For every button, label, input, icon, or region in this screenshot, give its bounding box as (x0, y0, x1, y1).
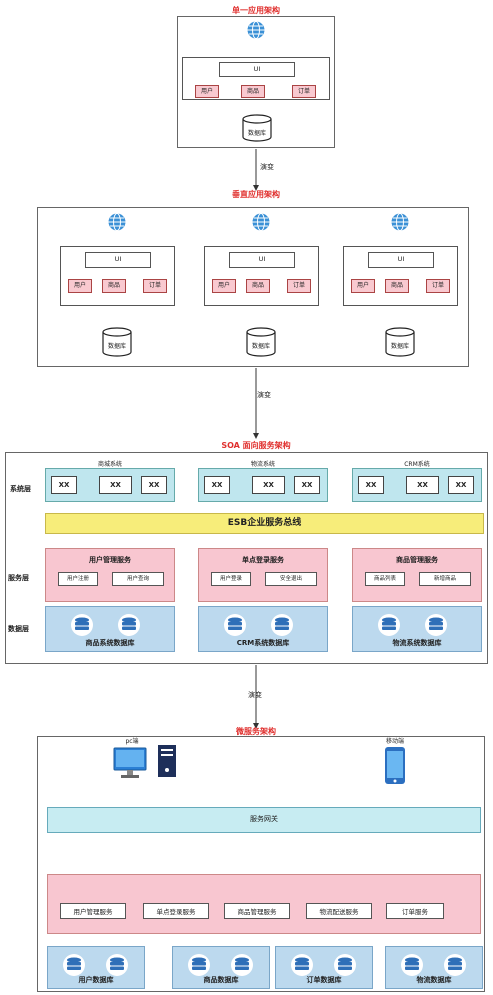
system-item: XX (406, 476, 439, 494)
system-item: XX (99, 476, 132, 494)
system-item: XX (51, 476, 77, 494)
evolve-label-2: 演变 (257, 391, 271, 399)
database-stack-icon (290, 953, 314, 977)
data-layer-db-name-1: 商品系统数据库 (85, 639, 135, 647)
ui-box: UI (85, 252, 151, 268)
database-label: 数据库 (390, 343, 409, 350)
system-item: XX (448, 476, 474, 494)
service-op: 商品列表 (365, 572, 405, 586)
data-layer-db-name-3: 物流系统数据库 (392, 639, 442, 647)
database-stack-icon (424, 613, 448, 637)
data-layer-db-name-2: CRM系统数据库 (236, 639, 290, 647)
ui-box: UI (229, 252, 295, 268)
system-item: XX (358, 476, 384, 494)
module-product: 商品 (241, 85, 265, 98)
globe-icon (246, 20, 266, 40)
microservice-box: 单点登录服务 (143, 903, 209, 919)
database-icon (101, 327, 133, 357)
module-product: 商品 (246, 279, 270, 293)
layer-label-data: 数据层 (8, 625, 29, 633)
system-item: XX (141, 476, 167, 494)
system-name-1: 商城系统 (97, 461, 122, 468)
microservice-box: 订单服务 (386, 903, 444, 919)
database-label: 数据库 (251, 343, 270, 350)
microservice-db-name: 商品数据库 (203, 976, 239, 984)
section-title-soa: SOA 面向服务架构 (221, 441, 291, 450)
database-label: 数据库 (247, 130, 266, 137)
database-stack-icon (333, 953, 357, 977)
database-stack-icon (223, 613, 247, 637)
system-name-3: CRM系统 (404, 461, 430, 468)
desktop-monitor-icon (112, 746, 148, 780)
system-item: XX (204, 476, 230, 494)
database-icon (241, 114, 273, 142)
pc-label: pc端 (125, 738, 139, 745)
database-stack-icon (70, 613, 94, 637)
section-title-microservice: 微服务架构 (236, 727, 276, 736)
database-stack-icon (230, 953, 254, 977)
section-title-vertical-app: 垂直应用架构 (232, 190, 280, 199)
system-item: XX (252, 476, 285, 494)
evolve-label-3: 演变 (248, 691, 262, 699)
microservice-db-name: 用户数据库 (78, 976, 114, 984)
globe-icon (390, 212, 410, 232)
globe-icon (251, 212, 271, 232)
module-order: 订单 (143, 279, 167, 293)
database-stack-icon (377, 613, 401, 637)
module-product: 商品 (102, 279, 126, 293)
module-order: 订单 (287, 279, 311, 293)
database-stack-icon (117, 613, 141, 637)
service-name-1: 用户管理服务 (89, 556, 131, 564)
database-stack-icon (400, 953, 424, 977)
microservice-db-name: 物流数据库 (416, 976, 452, 984)
microservice-box: 物流配送服务 (306, 903, 372, 919)
service-name-2: 单点登录服务 (242, 556, 284, 564)
layer-label-service: 服务层 (8, 574, 29, 582)
module-user: 用户 (351, 279, 375, 293)
database-label: 数据库 (107, 343, 126, 350)
database-icon (245, 327, 277, 357)
service-op: 新增商品 (419, 572, 471, 586)
service-op: 用户查询 (112, 572, 164, 586)
data-layer-box-3 (352, 606, 482, 652)
module-order: 订单 (426, 279, 450, 293)
server-tower-icon (156, 744, 178, 778)
layer-label-system: 系统层 (10, 485, 31, 493)
microservice-box: 用户管理服务 (60, 903, 126, 919)
module-user: 用户 (212, 279, 236, 293)
ui-box: UI (219, 62, 295, 77)
evolve-label-1: 演变 (260, 163, 274, 171)
data-layer-box-2 (198, 606, 328, 652)
system-name-2: 物流系统 (250, 461, 275, 468)
service-name-3: 商品管理服务 (396, 556, 438, 564)
module-user: 用户 (68, 279, 92, 293)
microservice-db-name: 订单数据库 (306, 976, 342, 984)
service-op: 安全退出 (265, 572, 317, 586)
module-user: 用户 (195, 85, 219, 98)
esb-bus: ESB企业服务总线 (45, 513, 484, 534)
database-icon (384, 327, 416, 357)
service-op: 用户登录 (211, 572, 251, 586)
database-stack-icon (187, 953, 211, 977)
system-item: XX (294, 476, 320, 494)
data-layer-box-1 (45, 606, 175, 652)
module-order: 订单 (292, 85, 316, 98)
database-stack-icon (105, 953, 129, 977)
mobile-phone-icon (383, 746, 407, 786)
service-gateway: 服务网关 (47, 807, 481, 833)
database-stack-icon (443, 953, 467, 977)
ui-box: UI (368, 252, 434, 268)
mobile-label: 移动端 (385, 738, 404, 745)
database-stack-icon (62, 953, 86, 977)
globe-icon (107, 212, 127, 232)
section-title-single-app: 单一应用架构 (232, 6, 280, 15)
module-product: 商品 (385, 279, 409, 293)
service-op: 用户注册 (58, 572, 98, 586)
microservice-box: 商品管理服务 (224, 903, 290, 919)
database-stack-icon (270, 613, 294, 637)
